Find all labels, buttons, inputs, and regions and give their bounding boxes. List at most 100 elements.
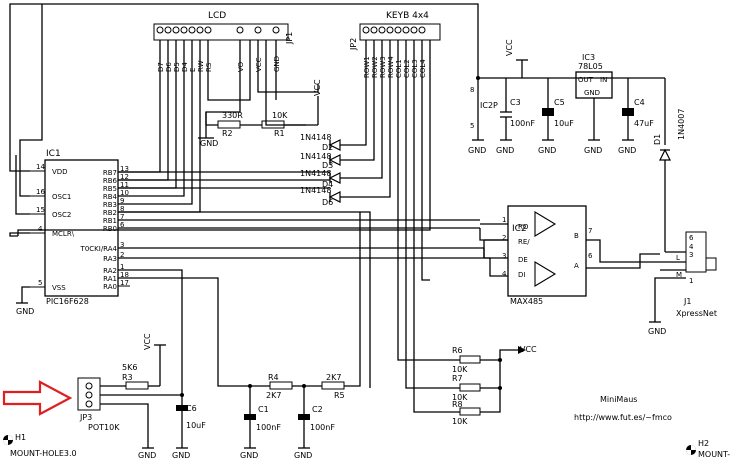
ic1-right-pin-label: RB6 <box>103 177 118 185</box>
r6-value: 10K <box>452 365 468 374</box>
ic2p-pin8: 8 <box>470 86 474 94</box>
bottom-network: R4 2K7 2K7 R5 C1 100nF GND C2 100nF GND … <box>2 212 730 460</box>
d3-type: 1N4148 <box>300 152 331 161</box>
ic1-right-pin-num: 12 <box>120 173 129 181</box>
ic2-pin-a: A <box>574 262 579 270</box>
ic1-pin-15: 15 <box>36 206 45 214</box>
diode-icon <box>328 172 341 184</box>
ic1-right-pin-label: RA2 <box>103 267 117 275</box>
gnd-label-lcd: GND <box>200 139 218 148</box>
ic2-name: MAX485 <box>510 297 543 306</box>
ic2-num-1: 1 <box>502 216 506 224</box>
ic3-out: OUT <box>578 76 594 84</box>
vcc-label-r3: VCC <box>143 333 152 350</box>
lcd-title: LCD <box>208 11 226 21</box>
ic1-right-pin-label: RA1 <box>103 275 117 283</box>
gnd-c3: GND <box>496 146 514 155</box>
r1-value: 10K <box>272 111 288 120</box>
r3-value: 5K6 <box>122 363 137 372</box>
mount-hole-h2: H2 MOUNT- <box>686 439 730 459</box>
lcd-pin-hole <box>204 26 212 34</box>
keyb-pin-hole <box>386 26 394 34</box>
ic1-right-pin-label: RB3 <box>103 201 117 209</box>
ic1-pin-osc1: OSC1 <box>52 193 71 201</box>
ic2-num-3: 3 <box>502 252 506 260</box>
ic2-pin-b: B <box>574 232 579 240</box>
r8-body <box>459 407 481 416</box>
ic2p-pin5: 5 <box>470 122 474 130</box>
project-url: http://www.fut.es/~fmco <box>574 413 672 422</box>
ic2-pin-de: DE <box>518 256 528 264</box>
c4-ref: C4 <box>634 98 645 107</box>
jp3-body <box>77 377 101 411</box>
ic3-ref: IC3 <box>582 53 595 62</box>
ic1-name: PIC16F628 <box>46 297 89 306</box>
arrow-icon <box>2 380 73 416</box>
lcd-pin-label: GND <box>273 56 281 72</box>
ic1-right-pin-label: RA3 <box>103 255 117 263</box>
keyb-pin-label: ROW2 <box>371 56 379 78</box>
lcd-pin-hole <box>188 26 196 34</box>
lcd-pin-label: RS <box>205 62 213 72</box>
lcd-pin-label: D7 <box>157 62 165 72</box>
resistors-r6-r8: VCC R6 10K R7 10K R8 10K <box>452 345 537 426</box>
r6-ref: R6 <box>452 346 463 355</box>
r8-value: 10K <box>452 417 468 426</box>
lcd-pin-label: RW <box>197 60 205 72</box>
gnd-jp3: GND <box>138 451 156 460</box>
h1-ref: H1 <box>15 433 26 442</box>
c2-value: 100nF <box>310 423 335 432</box>
ic1-right-pin-num: 3 <box>120 241 124 249</box>
r2-body <box>217 120 241 129</box>
c5-value: 10uF <box>554 119 574 128</box>
c2-ref: C2 <box>312 405 323 414</box>
r5-body <box>321 381 345 390</box>
lcd-pin-hole <box>236 26 244 34</box>
ic1-right-pin-label: RA0 <box>103 283 117 291</box>
lcd-pin-label: VO <box>237 61 245 72</box>
lcd-pin-hole <box>254 26 262 34</box>
ic1-pin-5: 5 <box>38 279 42 287</box>
r4-value: 2K7 <box>266 391 281 400</box>
j1-ref: J1 <box>683 297 691 306</box>
ic1-pin-14: 14 <box>36 163 45 171</box>
c4-value: 47uF <box>634 119 654 128</box>
keyb-pin-label: COL1 <box>395 59 403 78</box>
gnd-c5: GND <box>538 146 556 155</box>
lcd-pin-hole <box>196 26 204 34</box>
ic1-right-pin-num: 7 <box>120 213 124 221</box>
keyb-pin-hole <box>402 26 410 34</box>
r7-body <box>459 383 481 392</box>
r2-value: 330R <box>222 111 243 120</box>
lcd-data-lines: GND VCC <box>118 40 322 213</box>
j1-name: XpressNet <box>676 309 717 318</box>
c6-ref: C6 <box>186 404 197 413</box>
ic1-right-pin-label: RB0 <box>103 225 117 233</box>
j1-pin-m: M <box>676 271 682 279</box>
ic2-pin-re: RE/ <box>518 238 530 246</box>
ic2-num-4: 4 <box>502 270 507 278</box>
ic1-right-pin-num: 13 <box>120 165 129 173</box>
d2-ref: D2 <box>322 143 333 152</box>
keyb-pin-label: ROW1 <box>363 56 371 78</box>
j1-pin-l: L <box>676 254 680 262</box>
lcd-pin-label: E <box>189 68 197 72</box>
r2-ref: R2 <box>222 129 233 138</box>
ic1-right-pin-label: RB1 <box>103 217 117 225</box>
r7-value: 10K <box>452 393 468 402</box>
d6-type: 1N4148 <box>300 186 331 195</box>
ic1-pin-4: 4 <box>38 225 43 233</box>
j1-pin-4: 4 <box>689 243 694 251</box>
vcc-label-lcd: VCC <box>313 79 322 96</box>
r1-ref: R1 <box>274 129 285 138</box>
gnd-ic2p: GND <box>468 146 486 155</box>
gnd-label-ic1: GND <box>16 307 34 316</box>
d6-ref: D6 <box>322 198 333 207</box>
keyb-pin-label: ROW4 <box>387 56 395 78</box>
r3-ref: R3 <box>122 373 133 382</box>
lcd-pin-label: D4 <box>181 62 189 72</box>
keyb-pin-hole <box>418 26 426 34</box>
lcd-pin-hole <box>172 26 180 34</box>
